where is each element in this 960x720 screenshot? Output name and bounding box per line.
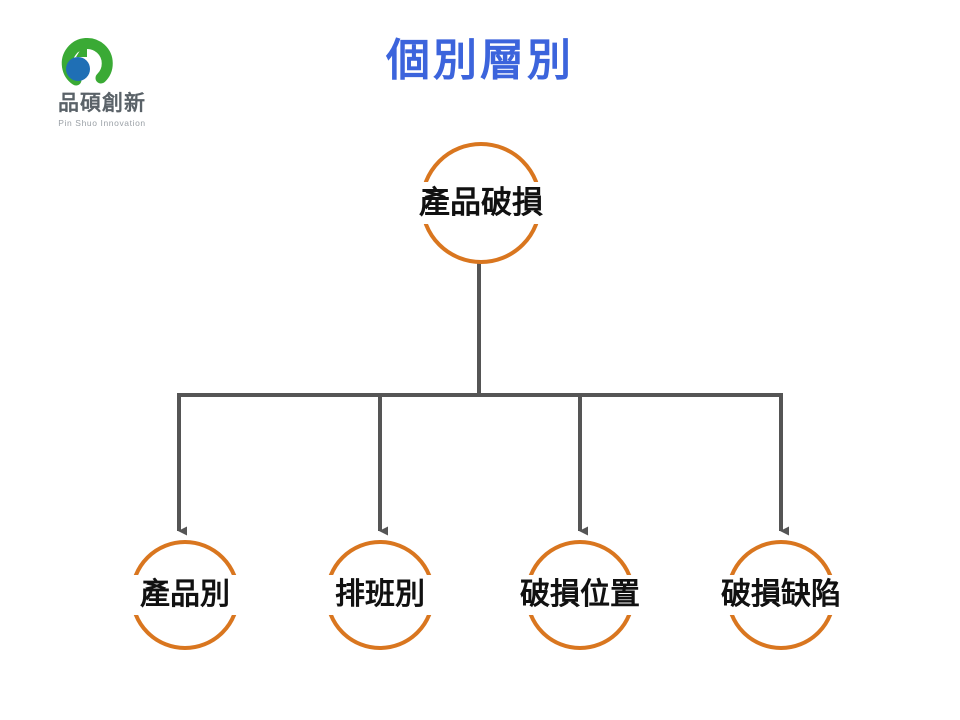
node-label-child-1: 產品別 [140,578,230,611]
node-label-root: 產品破損 [419,185,543,220]
logo-name-en: Pin Shuo Innovation [58,118,146,128]
node-label-child-3: 破損位置 [520,578,640,611]
pinshuo-logo-icon [61,37,113,86]
logo-name-zh: 品碩創新 [58,92,146,115]
node-label-child-2: 排班別 [335,578,425,611]
page-title: 個別層別 [386,36,574,85]
company-logo: 品碩創新 Pin Shuo Innovation [42,30,162,140]
node-label-child-4: 破損缺陷 [721,578,841,611]
